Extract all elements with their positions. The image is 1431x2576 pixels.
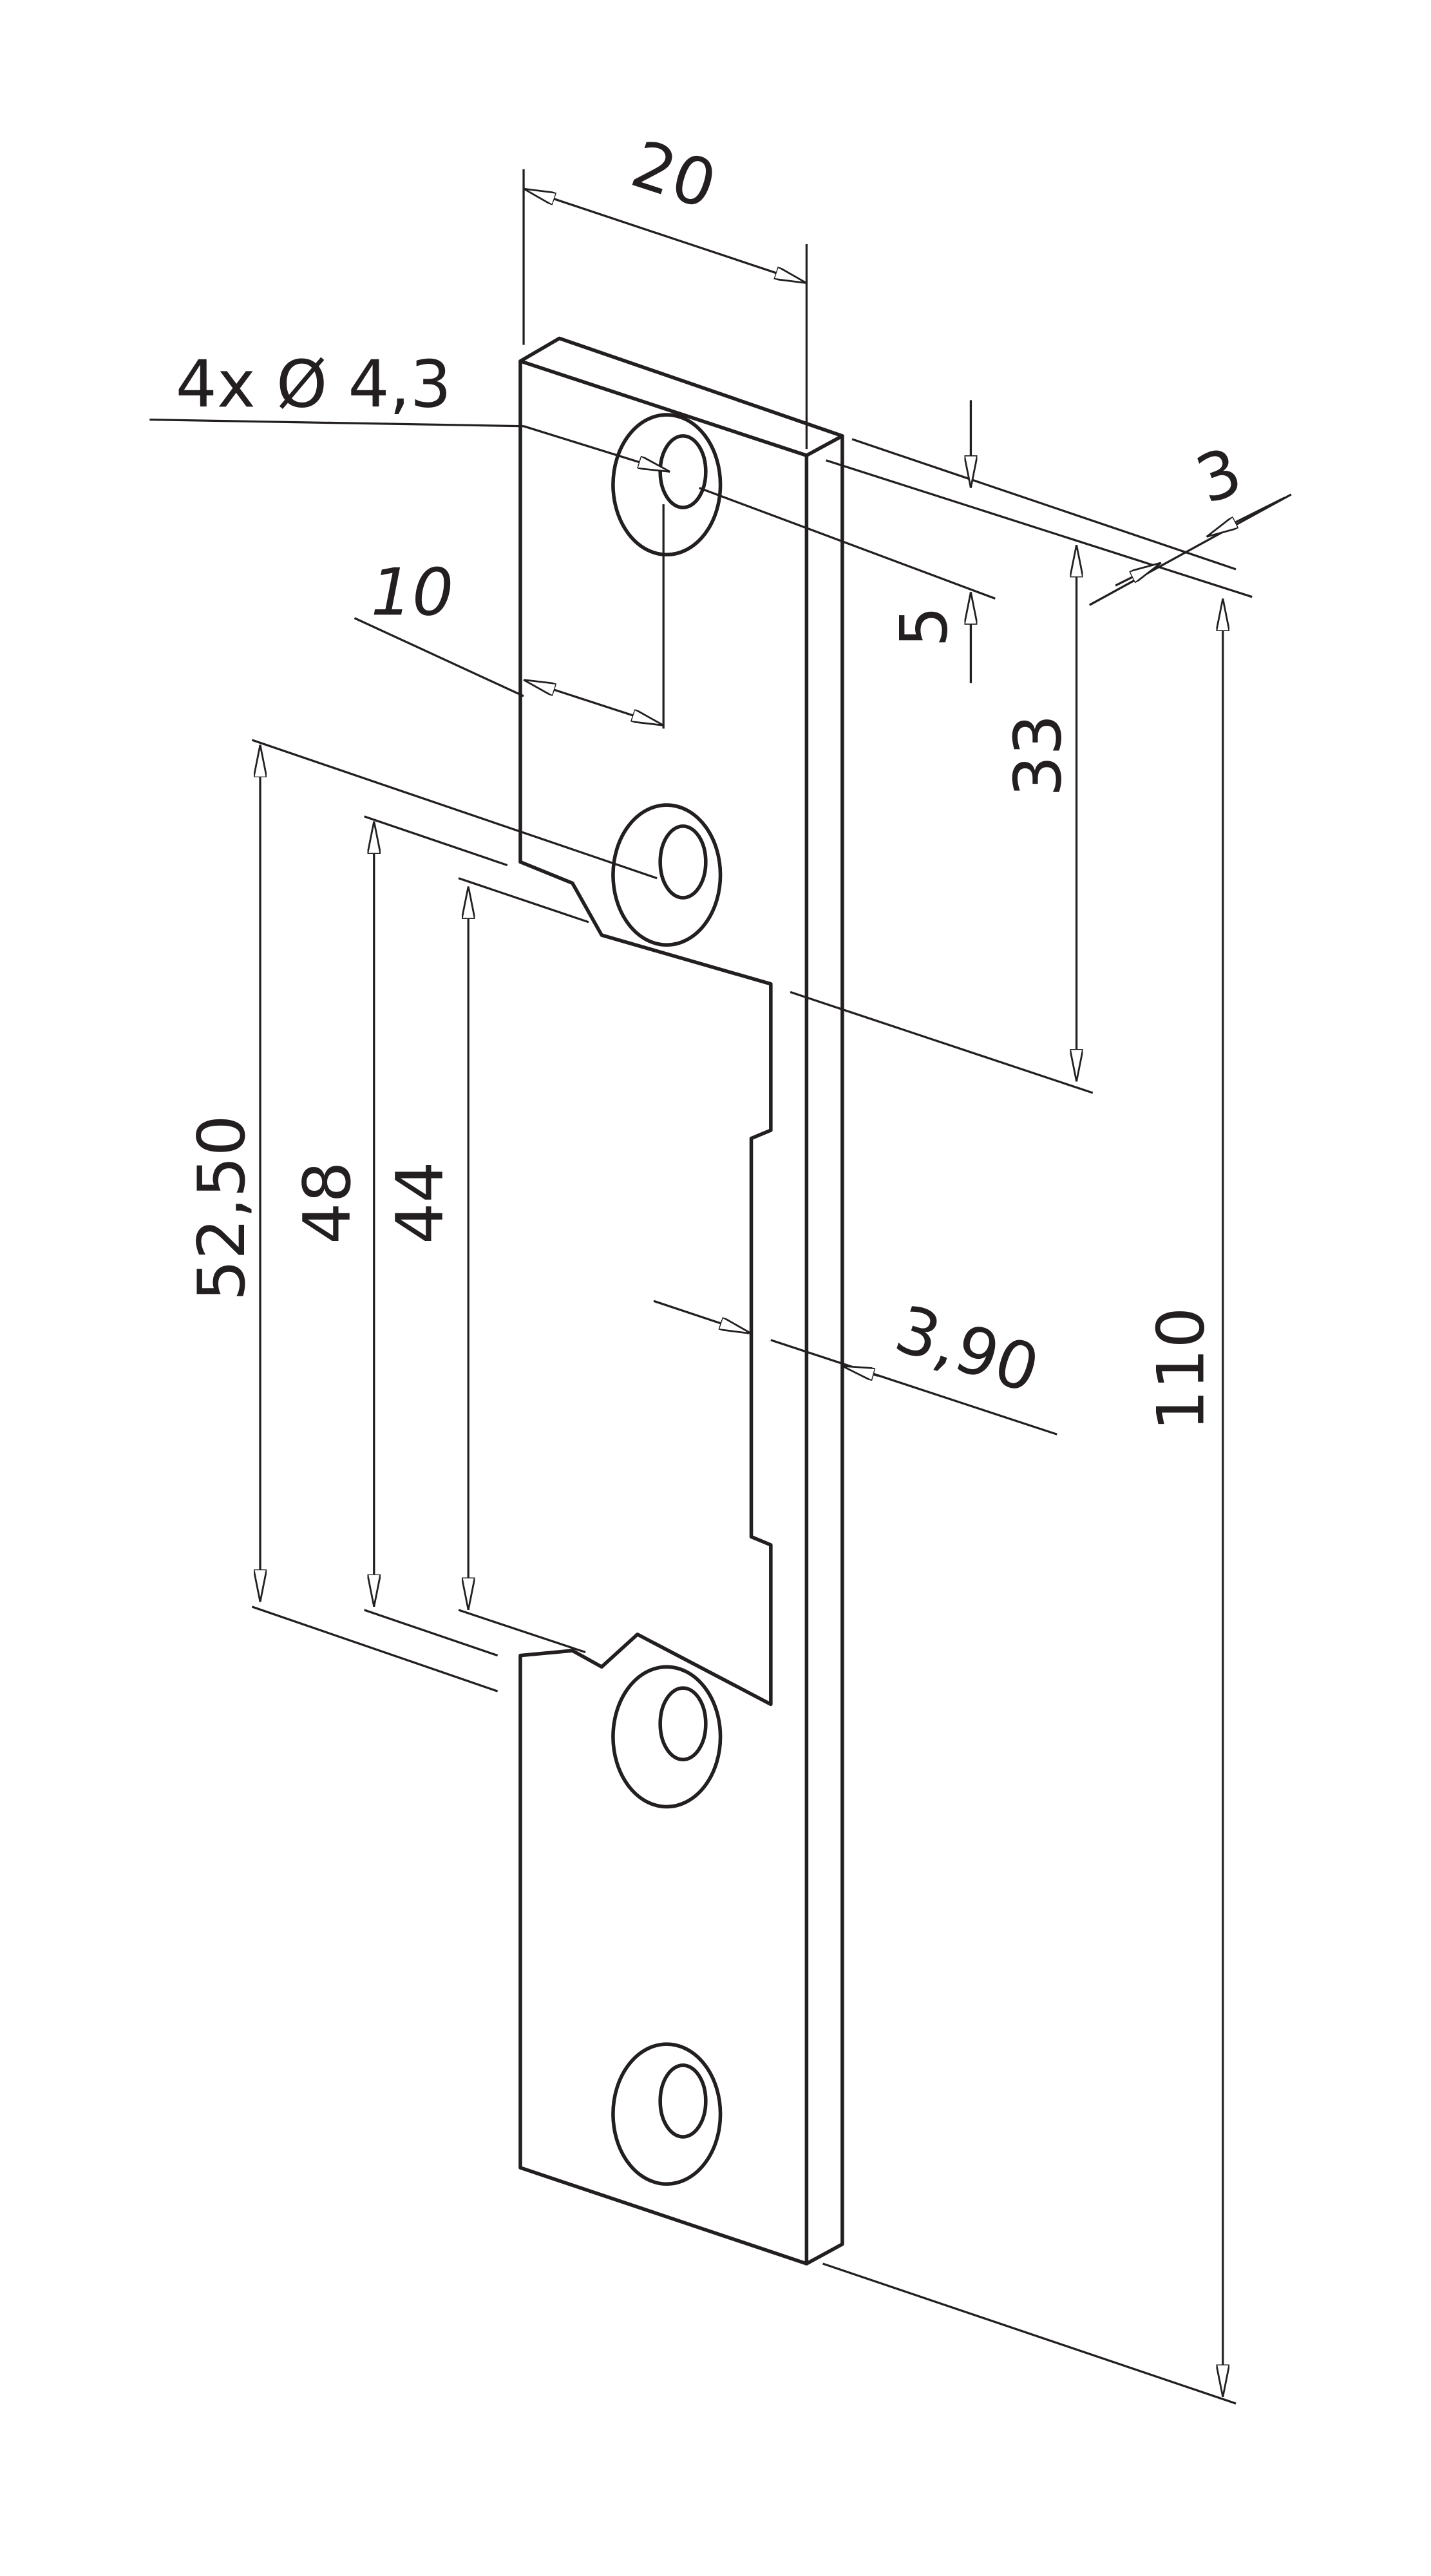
plate-outline (518, 336, 844, 2266)
dimension-label: 3 (1186, 433, 1251, 518)
dimension-label: 4x Ø 4,3 (176, 346, 451, 422)
dimension-label: 52,50 (184, 1115, 260, 1301)
hole-1 (611, 413, 723, 557)
dimension-label: 20 (623, 126, 725, 223)
hole-3 (611, 1665, 723, 1809)
dimension-step-depth: 3,90 (653, 1291, 1057, 1435)
dimension-hole-edge: 5 (699, 400, 1237, 683)
dimension-hole-offset: 10 (354, 504, 665, 729)
dimension-holes: 4x Ø 4,3 (149, 346, 670, 473)
mounting-holes (611, 413, 723, 2186)
dimension-outer-opening: 52,50 (184, 739, 658, 1692)
dimension-label: 5 (886, 606, 962, 647)
dimension-width: 20 (522, 126, 808, 450)
dimension-total-length: 110 (822, 598, 1237, 2405)
dimension-label: 3,90 (887, 1291, 1048, 1408)
dimension-label: 33 (1000, 714, 1076, 797)
dimension-thickness: 3 (1088, 433, 1292, 606)
hole-4 (611, 2042, 723, 2186)
dimension-label: 44 (382, 1161, 458, 1244)
dimension-label: 10 (371, 554, 454, 630)
dimension-label: 110 (1143, 1307, 1219, 1431)
hole-2 (611, 803, 723, 947)
dimension-middle-opening: 48 (289, 815, 508, 1657)
dimension-inner-opening: 44 (382, 877, 589, 1654)
dimension-label: 48 (289, 1161, 365, 1244)
dimension-hole-spacing: 33 (790, 459, 1253, 1094)
